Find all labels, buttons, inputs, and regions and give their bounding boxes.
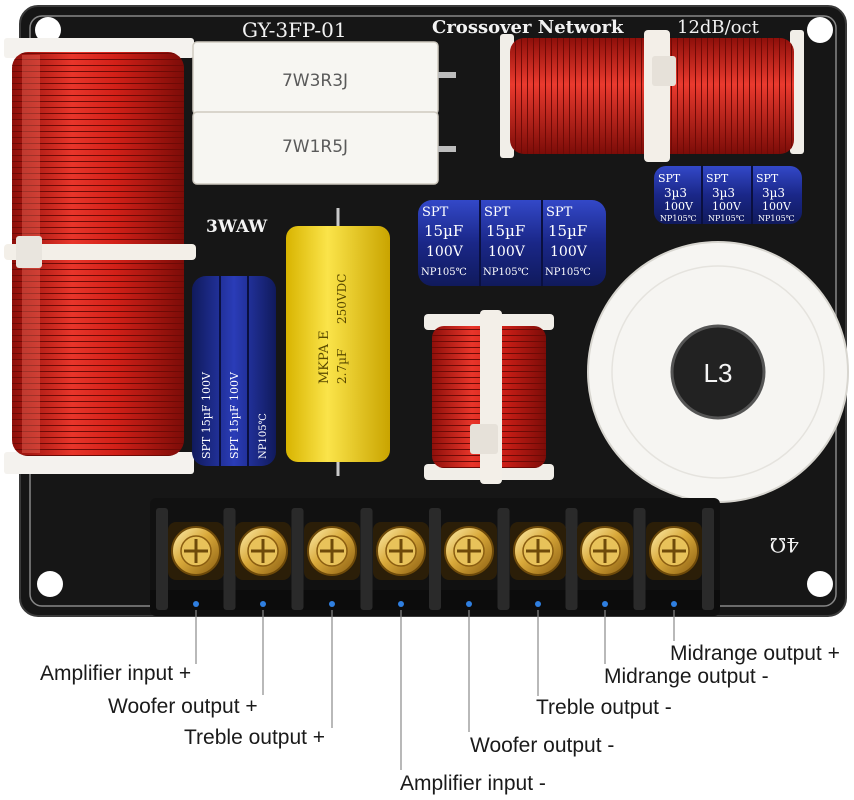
terminal-screw[interactable] xyxy=(577,522,633,580)
terminal-marker-dot xyxy=(602,601,608,607)
resistor-2-label: 7W1R5J xyxy=(282,137,348,157)
film-cap-brand: MKPA E xyxy=(317,330,332,384)
terminal-divider xyxy=(156,508,168,610)
terminal-screw[interactable] xyxy=(441,522,497,580)
film-cap-value: 2.7µF xyxy=(335,349,349,384)
treble-cap-3-rating: NP105℃ xyxy=(545,267,591,278)
callout-group: Amplifier input + Woofer output + Treble o… xyxy=(40,610,840,795)
terminal-divider xyxy=(497,508,510,610)
terminal-marker-dot xyxy=(193,601,199,607)
treble-cap-3-voltage: 100V xyxy=(550,244,588,260)
small-cap-3-brand: SPT xyxy=(756,172,779,185)
terminal-screw[interactable] xyxy=(168,522,224,580)
small-cap-1-brand: SPT xyxy=(658,172,681,185)
side-cap-1-label: SPT 15µF 100V xyxy=(200,371,213,459)
terminal-screw[interactable] xyxy=(235,522,291,580)
terminal-label: Treble output - xyxy=(536,696,672,719)
small-cap-3-rating: NP105℃ xyxy=(758,214,795,223)
film-capacitor: MKPA E 2.7µF 250VDC xyxy=(286,208,390,476)
board-impedance-mark: 4Ω xyxy=(770,533,799,557)
treble-cap-3-brand: SPT xyxy=(546,205,573,220)
terminal-screw[interactable] xyxy=(373,522,429,580)
side-cap-3-label: NP105℃ xyxy=(258,413,269,459)
film-cap-voltage: 250VDC xyxy=(335,274,349,324)
mount-hole-top-left xyxy=(35,17,61,43)
board-model-label: GY-3FP-01 xyxy=(242,18,347,42)
mount-hole-bottom-left xyxy=(37,571,63,597)
side-capacitor-bank: SPT 15µF 100V SPT 15µF 100V NP105℃ xyxy=(192,276,276,466)
treble-cap-1-value: 15µF xyxy=(424,222,463,240)
small-cap-3-voltage: 100V xyxy=(762,200,792,213)
small-cap-2-voltage: 100V xyxy=(712,200,742,213)
terminal-screw[interactable] xyxy=(510,522,566,580)
small-cap-1-value: 3µ3 xyxy=(664,186,687,200)
treble-cap-1-voltage: 100V xyxy=(426,244,464,260)
terminal-divider xyxy=(633,508,646,610)
terminal-divider xyxy=(291,508,304,610)
mount-hole-bottom-right xyxy=(807,571,833,597)
terminal-label: Amplifier input - xyxy=(400,772,546,795)
l3-label: L3 xyxy=(704,358,733,388)
resistor-1: 7W3R3J xyxy=(192,41,456,115)
small-cap-1-rating: NP105℃ xyxy=(660,214,697,223)
small-capacitor-bank: SPT SPT SPT 3µ3 3µ3 3µ3 100V 100V 100V N… xyxy=(654,166,802,224)
board-power-label: 3WAW xyxy=(206,217,268,237)
terminal-divider xyxy=(702,508,714,610)
terminal-divider xyxy=(223,508,236,610)
terminal-label: Amplifier input + xyxy=(40,662,191,685)
small-cap-1-voltage: 100V xyxy=(664,200,694,213)
small-cap-2-rating: NP105℃ xyxy=(708,214,745,223)
terminal-group xyxy=(156,508,714,610)
terminal-label: Midrange output - xyxy=(604,665,769,688)
treble-cap-3-value: 15µF xyxy=(548,222,587,240)
terminal-divider xyxy=(429,508,441,610)
treble-cap-2-rating: NP105℃ xyxy=(483,267,529,278)
terminal-screw[interactable] xyxy=(304,522,360,580)
terminal-screw[interactable] xyxy=(646,522,702,580)
resistor-1-label: 7W3R3J xyxy=(282,71,348,91)
mount-hole-top-right xyxy=(807,17,833,43)
terminal-marker-dot xyxy=(466,601,472,607)
treble-cap-2-brand: SPT xyxy=(484,205,511,220)
terminal-label: Woofer output + xyxy=(108,695,258,718)
terminal-divider xyxy=(360,508,373,610)
l3-inductor: L3 xyxy=(587,241,849,503)
side-cap-2-label: SPT 15µF 100V xyxy=(228,371,241,459)
treble-cap-2-value: 15µF xyxy=(486,222,525,240)
terminal-divider xyxy=(565,508,578,610)
board-title-label: Crossover Network xyxy=(432,17,624,38)
woofer-inductor xyxy=(4,38,196,474)
treble-cap-2-voltage: 100V xyxy=(488,244,526,260)
midrange-inductor xyxy=(424,310,554,484)
small-cap-2-value: 3µ3 xyxy=(712,186,735,200)
small-cap-3-value: 3µ3 xyxy=(762,186,785,200)
resistor-2: 7W1R5J xyxy=(192,111,456,185)
terminal-marker-dot xyxy=(671,601,677,607)
terminal-label: Midrange output + xyxy=(670,642,840,665)
treble-capacitor-bank: SPT SPT SPT 15µF 15µF 15µF 100V 100V 100… xyxy=(418,200,606,286)
treble-cap-1-brand: SPT xyxy=(422,205,449,220)
terminal-marker-dot xyxy=(535,601,541,607)
terminal-marker-dot xyxy=(398,601,404,607)
small-cap-2-brand: SPT xyxy=(706,172,729,185)
terminal-label: Treble output + xyxy=(184,726,325,749)
board-slope-label: 12dB/oct xyxy=(677,17,760,38)
treble-cap-1-rating: NP105℃ xyxy=(421,267,467,278)
treble-inductor xyxy=(500,30,804,162)
terminal-label: Woofer output - xyxy=(470,734,614,757)
terminal-marker-dot xyxy=(260,601,266,607)
terminal-marker-dot xyxy=(329,601,335,607)
